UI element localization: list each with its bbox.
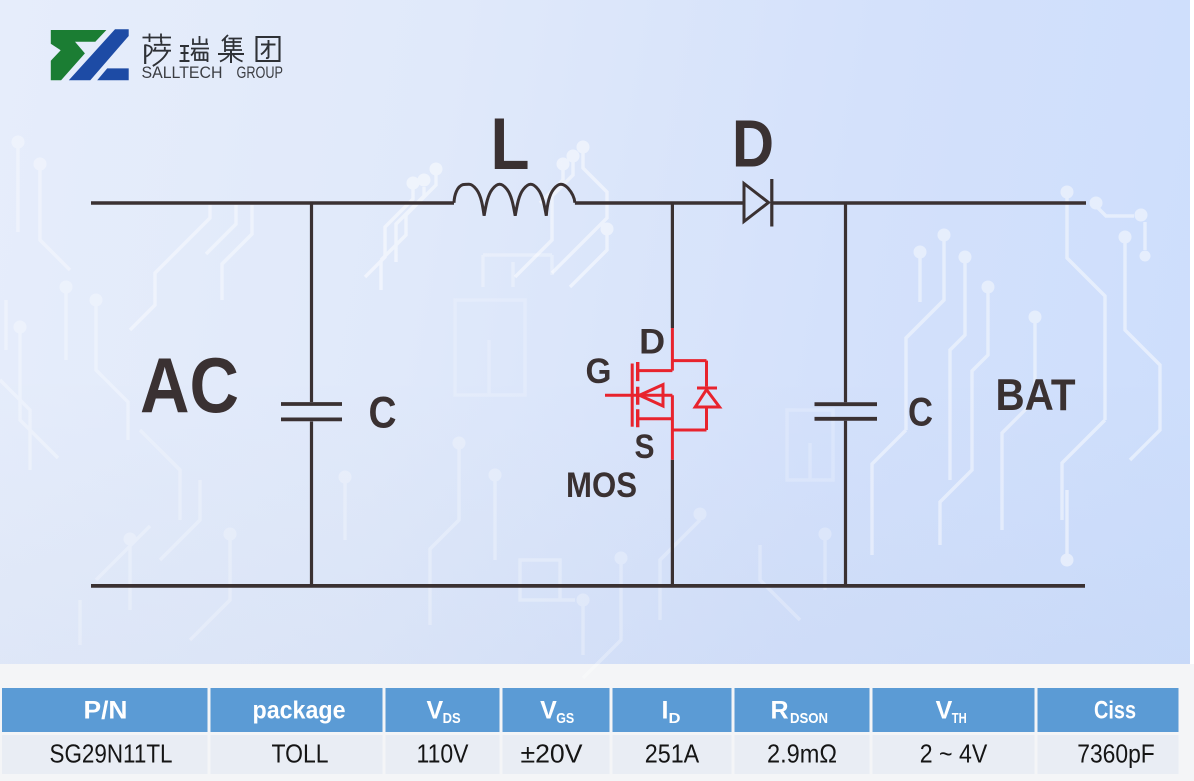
svg-text:MOS: MOS: [566, 466, 637, 505]
svg-text:AC: AC: [140, 343, 239, 429]
svg-text:L: L: [491, 102, 530, 185]
svg-text:2.9mΩ: 2.9mΩ: [767, 739, 837, 769]
svg-text:D: D: [732, 106, 774, 181]
svg-text:251A: 251A: [645, 739, 700, 769]
svg-text:R: R: [771, 696, 789, 724]
svg-text:DS: DS: [443, 710, 461, 727]
svg-text:Ciss: Ciss: [1094, 696, 1136, 724]
svg-text:DSON: DSON: [790, 710, 828, 727]
svg-text:D: D: [639, 323, 665, 362]
svg-text:C: C: [908, 390, 933, 435]
svg-text:S: S: [635, 428, 655, 466]
svg-text:V: V: [427, 696, 444, 724]
svg-text:G: G: [586, 352, 612, 391]
svg-text:7360pF: 7360pF: [1077, 739, 1155, 769]
svg-text:SG29N11TL: SG29N11TL: [50, 739, 173, 769]
svg-text:GROUP: GROUP: [237, 63, 284, 82]
svg-text:TH: TH: [952, 710, 967, 727]
svg-text:D: D: [669, 710, 681, 727]
svg-text:V: V: [936, 696, 953, 724]
svg-text:110V: 110V: [417, 739, 470, 769]
svg-text:BAT: BAT: [996, 371, 1076, 420]
svg-text:V: V: [540, 696, 557, 724]
svg-text:I: I: [662, 696, 669, 724]
svg-text:package: package: [253, 696, 346, 724]
svg-text:±20V: ±20V: [521, 739, 584, 769]
svg-text:GS: GS: [556, 710, 574, 727]
svg-text:SALLTECH: SALLTECH: [142, 63, 223, 82]
svg-text:2 ~ 4V: 2 ~ 4V: [920, 739, 988, 769]
svg-text:C: C: [369, 389, 397, 438]
svg-text:TOLL: TOLL: [272, 739, 329, 769]
svg-text:P/N: P/N: [84, 696, 128, 724]
